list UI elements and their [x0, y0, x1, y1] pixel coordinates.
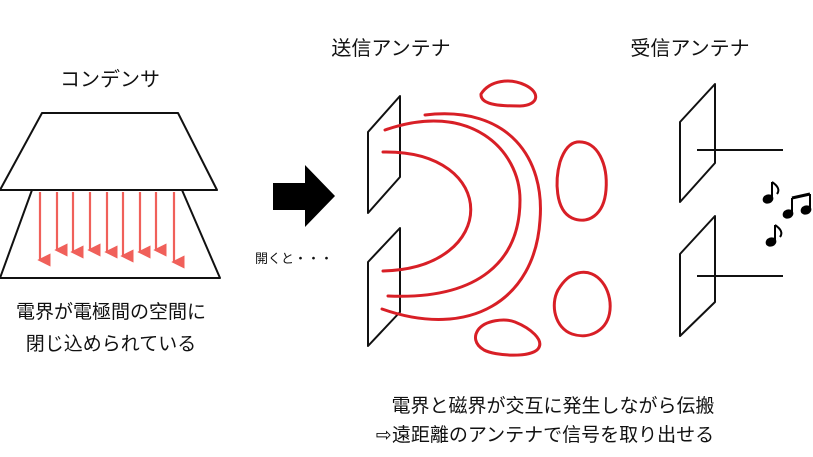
field-blob-bottom	[474, 318, 542, 357]
bottom-caption-line1: 電界と磁界が交互に発生しながら伝搬	[391, 395, 714, 417]
bottom-caption-line2: ⇨遠距離のアンテナで信号を取り出せる	[376, 424, 714, 446]
receive-antenna-title: 受信アンテナ	[630, 36, 749, 60]
receive-antenna-upper-element	[679, 83, 716, 203]
transmit-antenna-group: 送信アンテナ	[331, 36, 612, 357]
capacitor-group: コンデンサ 電界が電極間の空間に 閉じ込められている	[0, 67, 221, 355]
capacitor-caption-line1: 電界が電極間の空間に	[16, 301, 206, 323]
capacitor-caption-line2: 閉じ込められている	[26, 333, 196, 355]
music-notes-icon	[762, 181, 812, 247]
field-loop-outer	[380, 112, 542, 321]
right-arrow-icon	[273, 165, 335, 227]
field-loop-middle	[383, 119, 522, 298]
receive-antenna-lower-element	[679, 215, 716, 337]
capacitor-field-arrows	[37, 192, 185, 269]
transition-group: 開くと・・・	[255, 165, 335, 267]
field-loop-inner	[381, 150, 473, 273]
transmit-antenna-title: 送信アンテナ	[331, 36, 450, 60]
capacitor-title: コンデンサ	[60, 67, 160, 91]
bottom-caption: 電界と磁界が交互に発生しながら伝搬 ⇨遠距離のアンテナで信号を取り出せる	[376, 395, 715, 446]
transition-label: 開くと・・・	[255, 252, 333, 267]
transmit-antenna-upper-element	[367, 95, 401, 214]
transmit-antenna-lower-element	[367, 227, 401, 347]
receive-antenna-group: 受信アンテナ	[630, 36, 812, 337]
capacitor-top-plate	[0, 112, 218, 191]
field-blob-top	[479, 79, 538, 108]
field-blob-right-upper	[555, 140, 608, 222]
field-blob-right-lower	[552, 270, 612, 338]
radiated-field-lines	[380, 79, 612, 357]
capacitor-bottom-plate	[0, 189, 221, 279]
